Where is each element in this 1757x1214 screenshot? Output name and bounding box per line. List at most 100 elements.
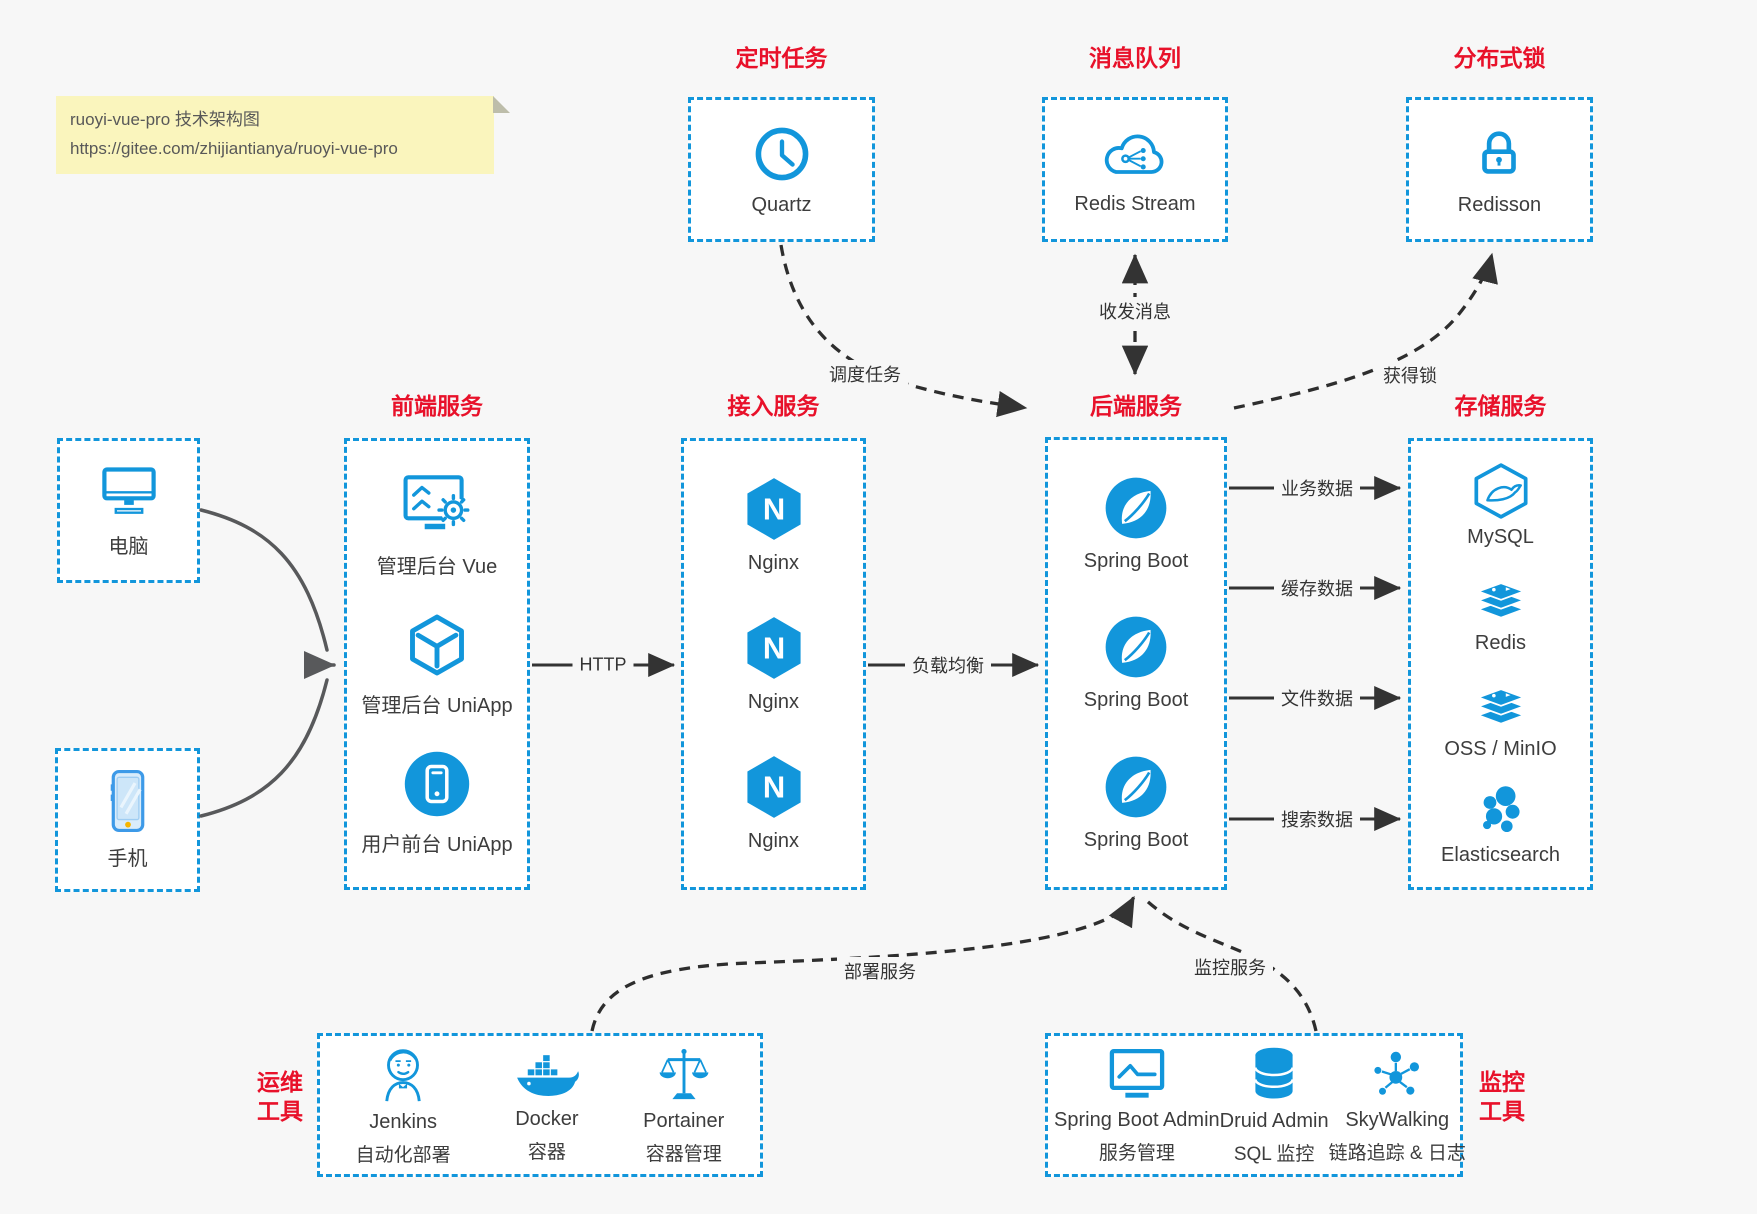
- svg-text:N: N: [762, 491, 784, 526]
- node-skywalking: SkyWalking 链路追踪 & 日志: [1329, 1045, 1466, 1165]
- edge-label-schedule: 调度任务: [822, 360, 908, 388]
- edge-label-http: HTTP: [572, 653, 634, 677]
- spring-boot-admin-icon: [1109, 1048, 1165, 1098]
- node-springboot-2: Spring Boot: [1083, 614, 1189, 712]
- lock-icon: [1482, 130, 1517, 174]
- node-sublabel: 链路追踪 & 日志: [1328, 1143, 1466, 1164]
- group-box-monitor-tools: Spring Boot Admin 服务管理 Druid Admin SQL 监…: [1045, 1033, 1466, 1177]
- node-nginx-1: N Nginx: [743, 475, 805, 575]
- node-label: Nginx: [747, 690, 800, 713]
- node-label: Redis Stream: [1074, 192, 1196, 215]
- node-label: Quartz: [751, 193, 812, 216]
- node-docker: Docker 容器: [510, 1046, 584, 1164]
- cloud-message-icon: [1104, 134, 1164, 174]
- smartphone-icon: [110, 769, 144, 833]
- portainer-icon: [659, 1048, 709, 1100]
- node-label: Druid Admin: [1219, 1110, 1329, 1132]
- client-box-phone: 手机: [55, 748, 200, 892]
- node-mysql: MySQL: [1467, 462, 1534, 549]
- spring-boot-icon: [1105, 617, 1167, 678]
- note-fold-corner: [493, 96, 510, 113]
- column-title-gateway: 接入服务: [727, 393, 820, 419]
- node-label: Redisson: [1457, 193, 1542, 216]
- column-title-backend: 后端服务: [1090, 393, 1182, 419]
- edge-label-lock: 获得锁: [1376, 361, 1444, 389]
- node-sublabel: SQL 监控: [1233, 1144, 1315, 1165]
- column-box-storage: MySQL Redis: [1408, 438, 1593, 890]
- group-box-quartz: Quartz: [688, 97, 875, 242]
- edge-label-deploy: 部署服务: [837, 957, 923, 985]
- node-sublabel: 服务管理: [1098, 1143, 1175, 1164]
- node-springboot-1: Spring Boot: [1083, 475, 1189, 573]
- node-label: Spring Boot: [1083, 689, 1189, 712]
- elasticsearch-icon: [1482, 785, 1520, 832]
- spring-boot-icon: [1105, 756, 1167, 818]
- node-label: 用户前台 UniApp: [361, 834, 513, 857]
- node-springboot-3: Spring Boot: [1083, 754, 1189, 852]
- node-label: Redis: [1474, 631, 1527, 654]
- group-box-redisson: Redisson: [1406, 97, 1593, 242]
- title-line: 运维: [257, 1069, 303, 1095]
- node-label: Spring Boot Admin: [1054, 1109, 1220, 1131]
- column-box-gateway: N Nginx N Nginx N Nginx: [681, 438, 866, 890]
- note-title: ruoyi-vue-pro 技术架构图: [70, 110, 260, 129]
- edge-label-cache-data: 缓存数据: [1274, 574, 1360, 602]
- node-label: Spring Boot: [1083, 829, 1189, 852]
- docker-icon: [517, 1055, 579, 1097]
- admin-vue-icon: [403, 474, 470, 529]
- node-spring-boot-admin: Spring Boot Admin 服务管理: [1054, 1045, 1220, 1165]
- column-title-frontend: 前端服务: [391, 393, 483, 419]
- node-label: 管理后台 Vue: [376, 555, 498, 578]
- node-portainer: Portainer 容器管理: [643, 1044, 724, 1166]
- group-title-ops-tools: 运维 工具: [250, 1068, 310, 1126]
- sticky-note: ruoyi-vue-pro 技术架构图 https://gitee.com/zh…: [56, 96, 510, 174]
- node-label: Nginx: [747, 551, 800, 574]
- nginx-icon: N: [746, 756, 801, 819]
- group-title-message-queue: 消息队列: [1089, 45, 1181, 71]
- node-redis: Redis: [1471, 570, 1531, 655]
- nginx-icon: N: [746, 477, 801, 540]
- nginx-icon: N: [746, 617, 801, 679]
- clock-icon: [755, 127, 808, 180]
- node-oss-minio: OSS / MinIO: [1444, 676, 1557, 761]
- title-line: 监控: [1479, 1069, 1525, 1095]
- node-elasticsearch: Elasticsearch: [1441, 782, 1560, 867]
- jenkins-icon: [385, 1049, 421, 1102]
- note-url: https://gitee.com/zhijiantianya/ruoyi-vu…: [70, 138, 398, 158]
- node-label: Spring Boot: [1083, 549, 1189, 572]
- node-sublabel: 自动化部署: [355, 1145, 451, 1166]
- node-label: OSS / MinIO: [1444, 737, 1557, 760]
- node-admin-uniapp: 管理后台 UniApp: [361, 610, 513, 718]
- svg-text:N: N: [762, 770, 784, 805]
- title-line: 工具: [1479, 1097, 1525, 1124]
- redis-icon: [1475, 581, 1526, 619]
- user-mobile-icon: [404, 752, 470, 817]
- arrow-acquire-lock: [1233, 252, 1498, 410]
- group-title-distributed-lock: 分布式锁: [1453, 45, 1546, 71]
- node-label: Docker: [515, 1108, 579, 1130]
- desktop-icon: [101, 466, 156, 514]
- column-box-frontend: 管理后台 Vue 管理后台 UniApp 用户前台 UniApp: [344, 438, 530, 890]
- node-jenkins: Jenkins 自动化部署: [356, 1043, 451, 1167]
- node-label: Nginx: [747, 830, 800, 853]
- oss-icon: [1475, 687, 1526, 725]
- edge-label-search-data: 搜索数据: [1274, 805, 1360, 833]
- group-title-scheduled-jobs: 定时任务: [735, 45, 828, 71]
- node-label: Portainer: [643, 1110, 725, 1132]
- druid-icon: [1254, 1047, 1294, 1099]
- node-nginx-2: N Nginx: [743, 614, 805, 714]
- node-admin-vue: 管理后台 Vue: [377, 471, 497, 579]
- node-nginx-3: N Nginx: [743, 753, 805, 853]
- column-box-backend: Spring Boot Spring Boot Spring Boot: [1045, 437, 1227, 890]
- skywalking-icon: [1374, 1051, 1420, 1095]
- edge-label-monitor: 监控服务: [1187, 953, 1273, 981]
- node-label: 手机: [107, 848, 148, 870]
- node-label: Jenkins: [369, 1111, 438, 1133]
- node-sublabel: 容器管理: [645, 1144, 722, 1165]
- node-label: MySQL: [1467, 525, 1534, 548]
- edge-label-load-balance: 负载均衡: [905, 651, 991, 679]
- edge-label-file-data: 文件数据: [1274, 684, 1360, 712]
- client-merge-curves: [199, 508, 336, 818]
- node-druid-admin: Druid Admin SQL 监控: [1220, 1044, 1329, 1166]
- group-box-redis-stream: Redis Stream: [1042, 97, 1228, 242]
